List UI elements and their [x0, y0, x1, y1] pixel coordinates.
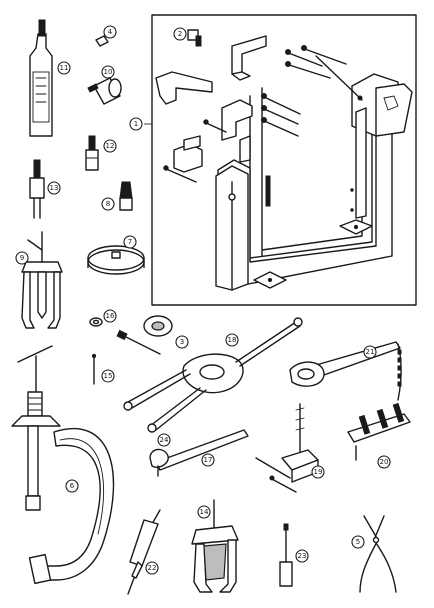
callout-5: 5	[351, 535, 365, 549]
svg-text:18: 18	[228, 336, 237, 344]
callout-20: 20	[377, 455, 391, 469]
callout-4: 4	[103, 25, 117, 39]
svg-text:22: 22	[148, 564, 157, 572]
bracket-set	[155, 29, 363, 183]
callout-17: 17	[201, 453, 215, 467]
callout-6: 6	[65, 479, 79, 493]
callout-18: 18	[225, 333, 239, 347]
callout-23: 23	[295, 549, 309, 563]
callout-2: 2	[173, 27, 187, 41]
callout-8: 8	[101, 197, 115, 211]
callout-15: 15	[101, 369, 115, 383]
callout-22: 22	[145, 561, 159, 575]
bearing	[143, 315, 173, 337]
callout-11: 11	[57, 61, 71, 75]
long-bolt	[116, 329, 161, 355]
callout-7: 7	[123, 235, 137, 249]
svg-text:5: 5	[356, 538, 360, 546]
valve-tool	[119, 181, 133, 211]
svg-text:1: 1	[134, 120, 138, 128]
valve-spring-compressor	[11, 345, 115, 585]
bearing-puller	[21, 231, 63, 329]
callout-19: 19	[311, 465, 325, 479]
svg-text:19: 19	[314, 468, 323, 476]
two-jaw-puller	[191, 499, 239, 593]
svg-text:21: 21	[366, 348, 375, 356]
svg-text:10: 10	[104, 68, 113, 76]
threaded-insert-tool	[85, 135, 99, 171]
svg-text:12: 12	[106, 142, 115, 150]
svg-text:17: 17	[204, 456, 213, 464]
tool-set-frame	[151, 14, 417, 306]
svg-text:14: 14	[200, 508, 209, 516]
callout-1: 1	[129, 117, 143, 131]
piston-ring-band	[87, 245, 145, 275]
hook-wrench	[149, 429, 249, 477]
svg-text:24: 24	[160, 436, 169, 444]
svg-text:15: 15	[104, 372, 113, 380]
callout-21: 21	[363, 345, 377, 359]
callout-16: 16	[103, 309, 117, 323]
small-ring	[89, 317, 103, 327]
svg-text:16: 16	[106, 312, 115, 320]
svg-text:7: 7	[128, 238, 132, 246]
flywheel-holder	[289, 341, 402, 401]
callout-12: 12	[103, 139, 117, 153]
needle-pin	[91, 353, 97, 385]
svg-text:4: 4	[108, 28, 113, 36]
svg-text:13: 13	[50, 184, 59, 192]
callout-3: 3	[175, 335, 189, 349]
callout-9: 9	[15, 251, 29, 265]
syringe-tool	[127, 509, 161, 595]
svg-text:8: 8	[106, 200, 110, 208]
svg-text:11: 11	[60, 64, 69, 72]
svg-text:23: 23	[298, 552, 307, 560]
socket-adapter	[87, 77, 122, 105]
crank-holder	[123, 317, 303, 433]
circlip-pliers	[359, 515, 397, 593]
svg-text:3: 3	[180, 338, 184, 346]
callout-24: 24	[157, 433, 171, 447]
seal-installer	[279, 523, 293, 587]
callout-13: 13	[47, 181, 61, 195]
svg-text:6: 6	[70, 482, 75, 490]
gear-puller-tool	[255, 403, 319, 493]
svg-text:9: 9	[20, 254, 24, 262]
engine-holder-frame	[215, 73, 413, 291]
camshaft-holder	[347, 402, 411, 461]
svg-text:2: 2	[178, 30, 182, 38]
callout-14: 14	[197, 505, 211, 519]
piston-pin-tool	[29, 159, 45, 219]
svg-text:20: 20	[380, 458, 389, 466]
sealant-tube	[29, 19, 53, 137]
callout-10: 10	[101, 65, 115, 79]
small-pin	[95, 35, 109, 47]
